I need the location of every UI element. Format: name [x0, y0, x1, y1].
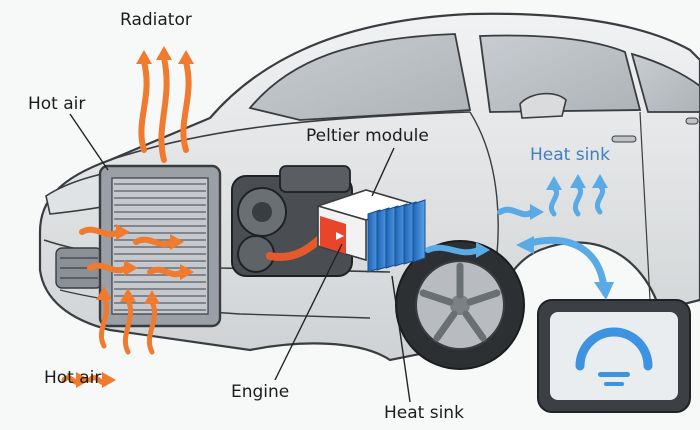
- wavy-arrow-icon: [158, 55, 170, 163]
- wavy-arrow-icon: [79, 226, 121, 238]
- wavy-arrow-icon: [497, 206, 535, 218]
- arrow-head-icon: [96, 286, 112, 300]
- wavy-arrow-icon: [180, 59, 192, 153]
- arrow-head-icon: [476, 242, 490, 258]
- wavy-arrow-icon: [572, 183, 584, 217]
- heat-sink-fin: [412, 199, 426, 263]
- arrow-head-icon: [570, 174, 586, 188]
- heat-sink-fins: [367, 199, 426, 273]
- cold-air-arrows: [425, 174, 614, 300]
- arrow-head-icon: [144, 290, 160, 304]
- peltier-module-label: Peltier module: [306, 126, 429, 146]
- hot-air-top-label: Hot air: [28, 94, 86, 114]
- arrow-head-icon: [76, 372, 90, 388]
- arrow-head-icon: [136, 50, 152, 64]
- hot-air-bottom-label: Hot air: [44, 368, 102, 388]
- heat-sink-bottom-label: Heat sink: [384, 403, 464, 423]
- engine: [231, 165, 353, 277]
- arrow-head-icon: [180, 264, 194, 280]
- front-wheel: [395, 240, 525, 370]
- arrow-head-icon: [592, 174, 608, 188]
- wavy-arrow-icon: [122, 297, 134, 355]
- arrow-head-icon: [594, 282, 614, 300]
- wavy-arrow-icon: [147, 266, 185, 278]
- gauge-tablet-icon: [537, 299, 691, 413]
- arrow-head-icon: [546, 176, 562, 190]
- wavy-arrow-icon: [87, 262, 129, 274]
- radiator-label: Radiator: [120, 10, 192, 30]
- hot-air-arrows: [61, 46, 194, 388]
- arrow-head-icon: [124, 260, 138, 276]
- arrow-head-icon: [516, 236, 534, 254]
- peltier-module: [315, 189, 417, 262]
- wavy-arrow-icon: [133, 236, 175, 248]
- engine-label: Engine: [231, 382, 290, 402]
- arrow-head-icon: [530, 204, 544, 220]
- heat-sink-right-label: Heat sink: [530, 145, 610, 165]
- wavy-arrow-icon: [138, 59, 150, 153]
- arrow-head-icon: [116, 224, 130, 240]
- curved-arrow-icon: [522, 236, 608, 292]
- wavy-arrow-icon: [146, 299, 158, 355]
- leader-lines: [69, 113, 411, 403]
- arrow-head-icon: [156, 46, 172, 60]
- arrow-head-icon: [170, 234, 184, 250]
- wavy-arrow-icon: [425, 244, 481, 256]
- arrow-head-icon: [102, 372, 116, 388]
- wavy-arrow-icon: [98, 295, 110, 349]
- arrow-head-icon: [178, 50, 194, 64]
- arrow-head-icon: [120, 288, 136, 302]
